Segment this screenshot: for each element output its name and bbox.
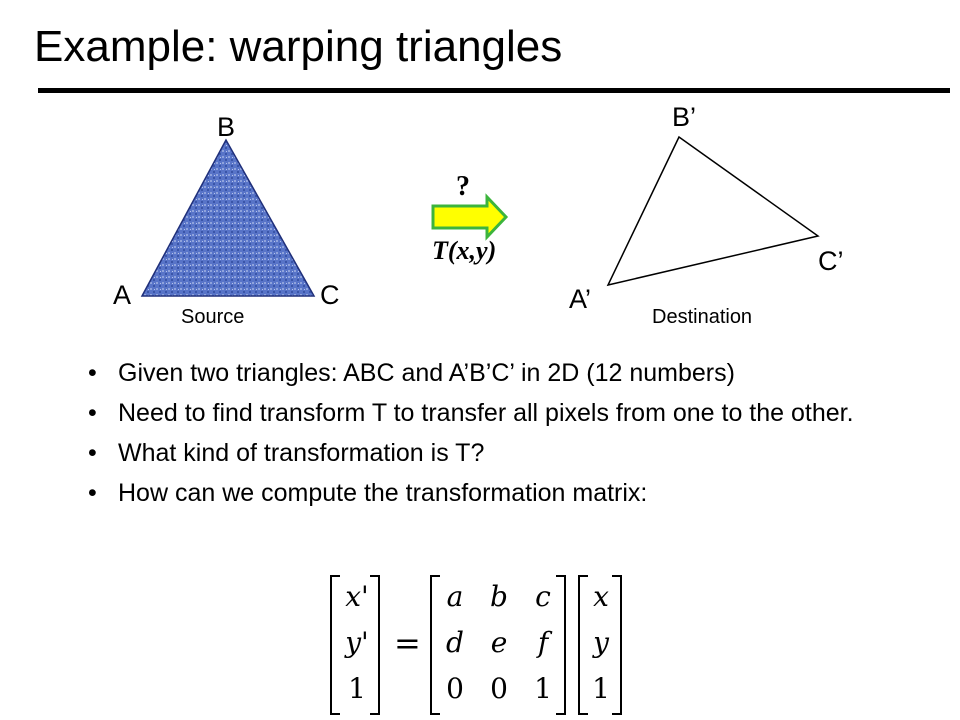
destination-caption: Destination — [652, 306, 753, 328]
transform-label: T(x,y) — [432, 236, 497, 265]
destination-triangle — [606, 135, 820, 287]
title-underline — [38, 88, 950, 93]
right-bracket — [612, 575, 622, 715]
source-caption: Source — [181, 306, 245, 328]
source-vertex-c: C — [320, 280, 340, 310]
transformation-equation: x' y' 1 = a b c d e f 0 0 1 x y 1 — [330, 575, 630, 715]
matrix-cell: d — [446, 626, 464, 659]
bullet-item: What kind of transformation is T? — [88, 438, 928, 468]
bullet-list: Given two triangles: ABC and A’B’C’ in 2… — [88, 358, 928, 518]
left-bracket — [430, 575, 440, 715]
matrix-cell: e — [490, 626, 508, 659]
equals-sign: = — [394, 624, 421, 662]
matrix-cell: f — [537, 626, 549, 659]
left-bracket — [330, 575, 340, 715]
dest-vertex-a: A’ — [569, 284, 592, 314]
matrix-cell: 0 — [490, 672, 508, 705]
bullet-item: Given two triangles: ABC and A’B’C’ in 2… — [88, 358, 928, 388]
transform-question: ? — [456, 171, 470, 202]
matrix-cell: b — [490, 580, 508, 613]
left-bracket — [578, 575, 588, 715]
matrix-cell: 1 — [534, 672, 552, 705]
source-vertex-a: A — [113, 280, 132, 310]
rhs-cell: 1 — [592, 672, 610, 705]
matrix-cell: a — [446, 580, 464, 613]
bullet-item: How can we compute the transformation ma… — [88, 478, 928, 508]
dest-vertex-b: B’ — [672, 102, 697, 132]
source-vertex-b: B — [217, 112, 236, 142]
bullet-item: Need to find transform T to transfer all… — [88, 398, 928, 428]
lhs-cell: x' — [345, 580, 369, 613]
rhs-cell: y — [593, 626, 609, 659]
rhs-cell: x — [593, 580, 609, 613]
transform-arrow-icon — [431, 193, 509, 241]
right-bracket — [370, 575, 380, 715]
dest-vertex-c: C’ — [818, 246, 844, 276]
slide-title: Example: warping triangles — [34, 22, 563, 71]
lhs-cell: y' — [345, 626, 369, 659]
matrix-cell: 0 — [446, 672, 464, 705]
lhs-cell: 1 — [348, 672, 366, 705]
matrix-cell: c — [535, 580, 551, 613]
right-bracket — [556, 575, 566, 715]
triangle-diagram — [140, 135, 820, 297]
source-triangle — [140, 138, 316, 297]
